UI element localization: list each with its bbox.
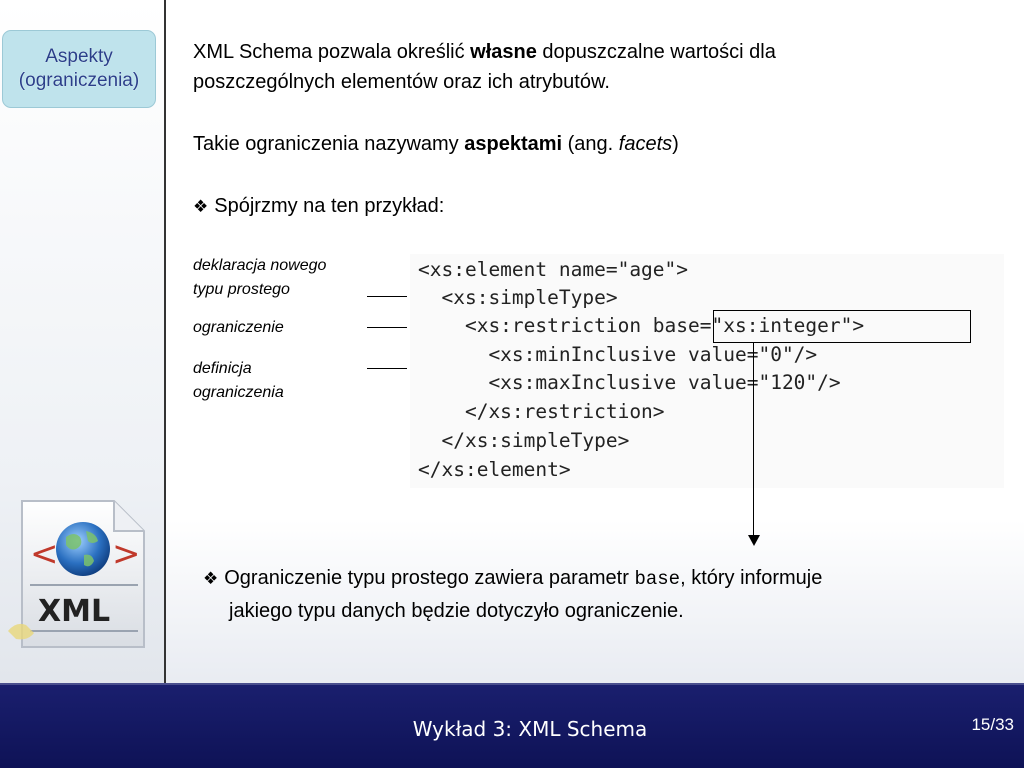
code-line: <xs:restriction base="xs:integer"> [418,314,865,337]
code-line: <xs:minInclusive value="0"/> [418,343,818,366]
section-label-line2: (ograniczenia) [18,70,140,91]
code-block: <xs:element name="age"> <xs:simpleType> … [410,254,1004,488]
page-number: 15/33 [971,715,1014,734]
sidebar-divider [164,0,166,683]
bullet-icon: ❖ [193,197,209,216]
pointer-line-2 [367,327,407,328]
code-line: <xs:element name="age"> [418,258,689,281]
facets-paragraph: Takie ograniczenia nazywamy aspektami (a… [193,133,679,155]
intro-paragraph: XML Schema pozwala określić własne dopus… [193,41,776,93]
footer-bar: Wykład 3: XML Schema 15/33 [0,683,1024,768]
pointer-line-3 [367,368,407,369]
footer-title: Wykład 3: XML Schema [412,717,648,741]
svg-text:XML: XML [38,594,110,629]
sidebar: Aspekty (ograniczenia) < > XML [0,0,165,683]
svg-text:<: < [30,534,59,574]
base-pointer-line [753,343,754,537]
section-label[interactable]: Aspekty (ograniczenia) [2,30,156,108]
label-restriction: ograniczenie [193,319,284,336]
code-line: </xs:restriction> [418,400,665,423]
code-line: <xs:maxInclusive value="120"/> [418,371,841,394]
svg-text:>: > [112,534,141,574]
code-line: <xs:simpleType> [418,286,618,309]
code-line: </xs:element> [418,458,571,481]
base-explanation: ❖Ograniczenie typu prostego zawiera para… [203,567,823,622]
bullet-icon: ❖ [203,569,219,588]
arrow-down-icon [748,535,760,546]
section-label-line1: Aspekty [45,46,113,67]
pointer-line-1 [367,296,407,297]
example-intro: ❖Spójrzmy na ten przykład: [193,195,445,217]
code-line: </xs:simpleType> [418,429,630,452]
xml-document-icon: < > XML [8,500,145,648]
base-attribute-highlight [713,310,971,343]
